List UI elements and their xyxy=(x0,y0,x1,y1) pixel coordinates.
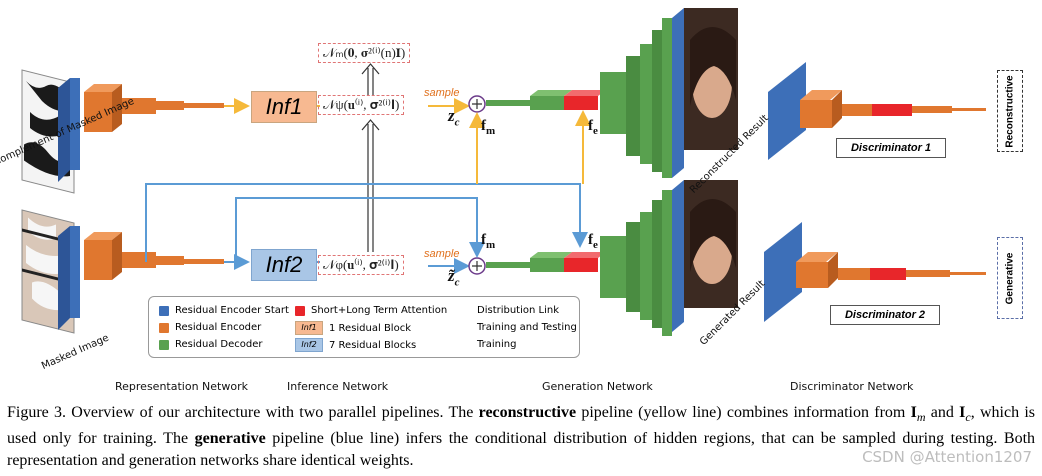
skip-connections xyxy=(145,110,591,262)
sample-label-top: sample xyxy=(424,87,460,99)
decoder-top xyxy=(486,8,738,178)
legend-encoder-start: Residual Encoder Start xyxy=(159,305,289,316)
encoder-start-swatch xyxy=(159,305,169,316)
recon-distribution: 𝒩ψ(𝐮⁽ⁱ⁾, 𝛔²⁽ⁱ⁾𝐈) xyxy=(318,95,405,115)
legend-attention: Short+Long Term Attention xyxy=(295,305,447,316)
plus-bottom-icon xyxy=(468,257,486,275)
legend-training: Training xyxy=(477,339,517,350)
inf1-box: Inf1 xyxy=(251,91,317,123)
fe-label-top: fe xyxy=(588,118,598,137)
legend: Residual Encoder Start Residual Encoder … xyxy=(148,296,580,358)
section-inference: Inference Network xyxy=(287,380,389,393)
architecture-diagram xyxy=(21,8,986,353)
legend-decoder: Residual Decoder xyxy=(159,339,263,350)
discriminator-2-network xyxy=(764,222,986,322)
encoder-bottom xyxy=(58,226,224,330)
section-generation: Generation Network xyxy=(542,380,653,393)
zc-tilde-label: z̃c xyxy=(448,266,460,289)
encoder-swatch xyxy=(159,322,169,333)
sample-label-bottom: sample xyxy=(424,248,460,260)
decoder-swatch xyxy=(159,339,169,350)
reconstructive-box: Reconstructive xyxy=(997,70,1023,152)
zc-label: zc xyxy=(448,106,460,129)
plus-top-icon xyxy=(468,95,486,113)
fm-label-bottom: fm xyxy=(481,232,496,251)
decoder-bottom xyxy=(486,180,738,336)
gen-distribution: 𝒩φ(𝐮⁽ⁱ⁾, 𝛔²⁽ⁱ⁾𝐈) xyxy=(318,255,404,275)
distribution-links xyxy=(361,63,380,252)
inf1-swatch: Inf1 xyxy=(295,321,323,335)
generative-box: Generative xyxy=(997,237,1023,319)
inf2-box: Inf2 xyxy=(251,249,317,281)
fe-label-bottom: fe xyxy=(588,232,598,251)
legend-training-testing: Training and Testing xyxy=(477,322,577,333)
attention-swatch xyxy=(295,305,305,316)
discriminator-1-label: Discriminator 1 xyxy=(836,138,946,158)
legend-distribution-link: Distribution Link xyxy=(477,305,559,316)
watermark: CSDN @Attention1207 xyxy=(862,448,1032,466)
discriminator-1-network xyxy=(768,62,986,160)
discriminator-2-label: Discriminator 2 xyxy=(830,305,940,325)
section-representation: Representation Network xyxy=(115,380,248,393)
encoder-top xyxy=(58,78,224,182)
legend-encoder: Residual Encoder xyxy=(159,322,261,333)
prior-distribution: 𝒩ₘ(𝟎, 𝛔²⁽ⁱ⁾(n)𝐈) xyxy=(318,43,411,63)
inf2-swatch: Inf2 xyxy=(295,338,323,352)
fm-label-top: fm xyxy=(481,118,496,137)
section-discriminator: Discriminator Network xyxy=(790,380,914,393)
figure-caption: Figure 3. Overview of our architecture w… xyxy=(7,404,1036,470)
